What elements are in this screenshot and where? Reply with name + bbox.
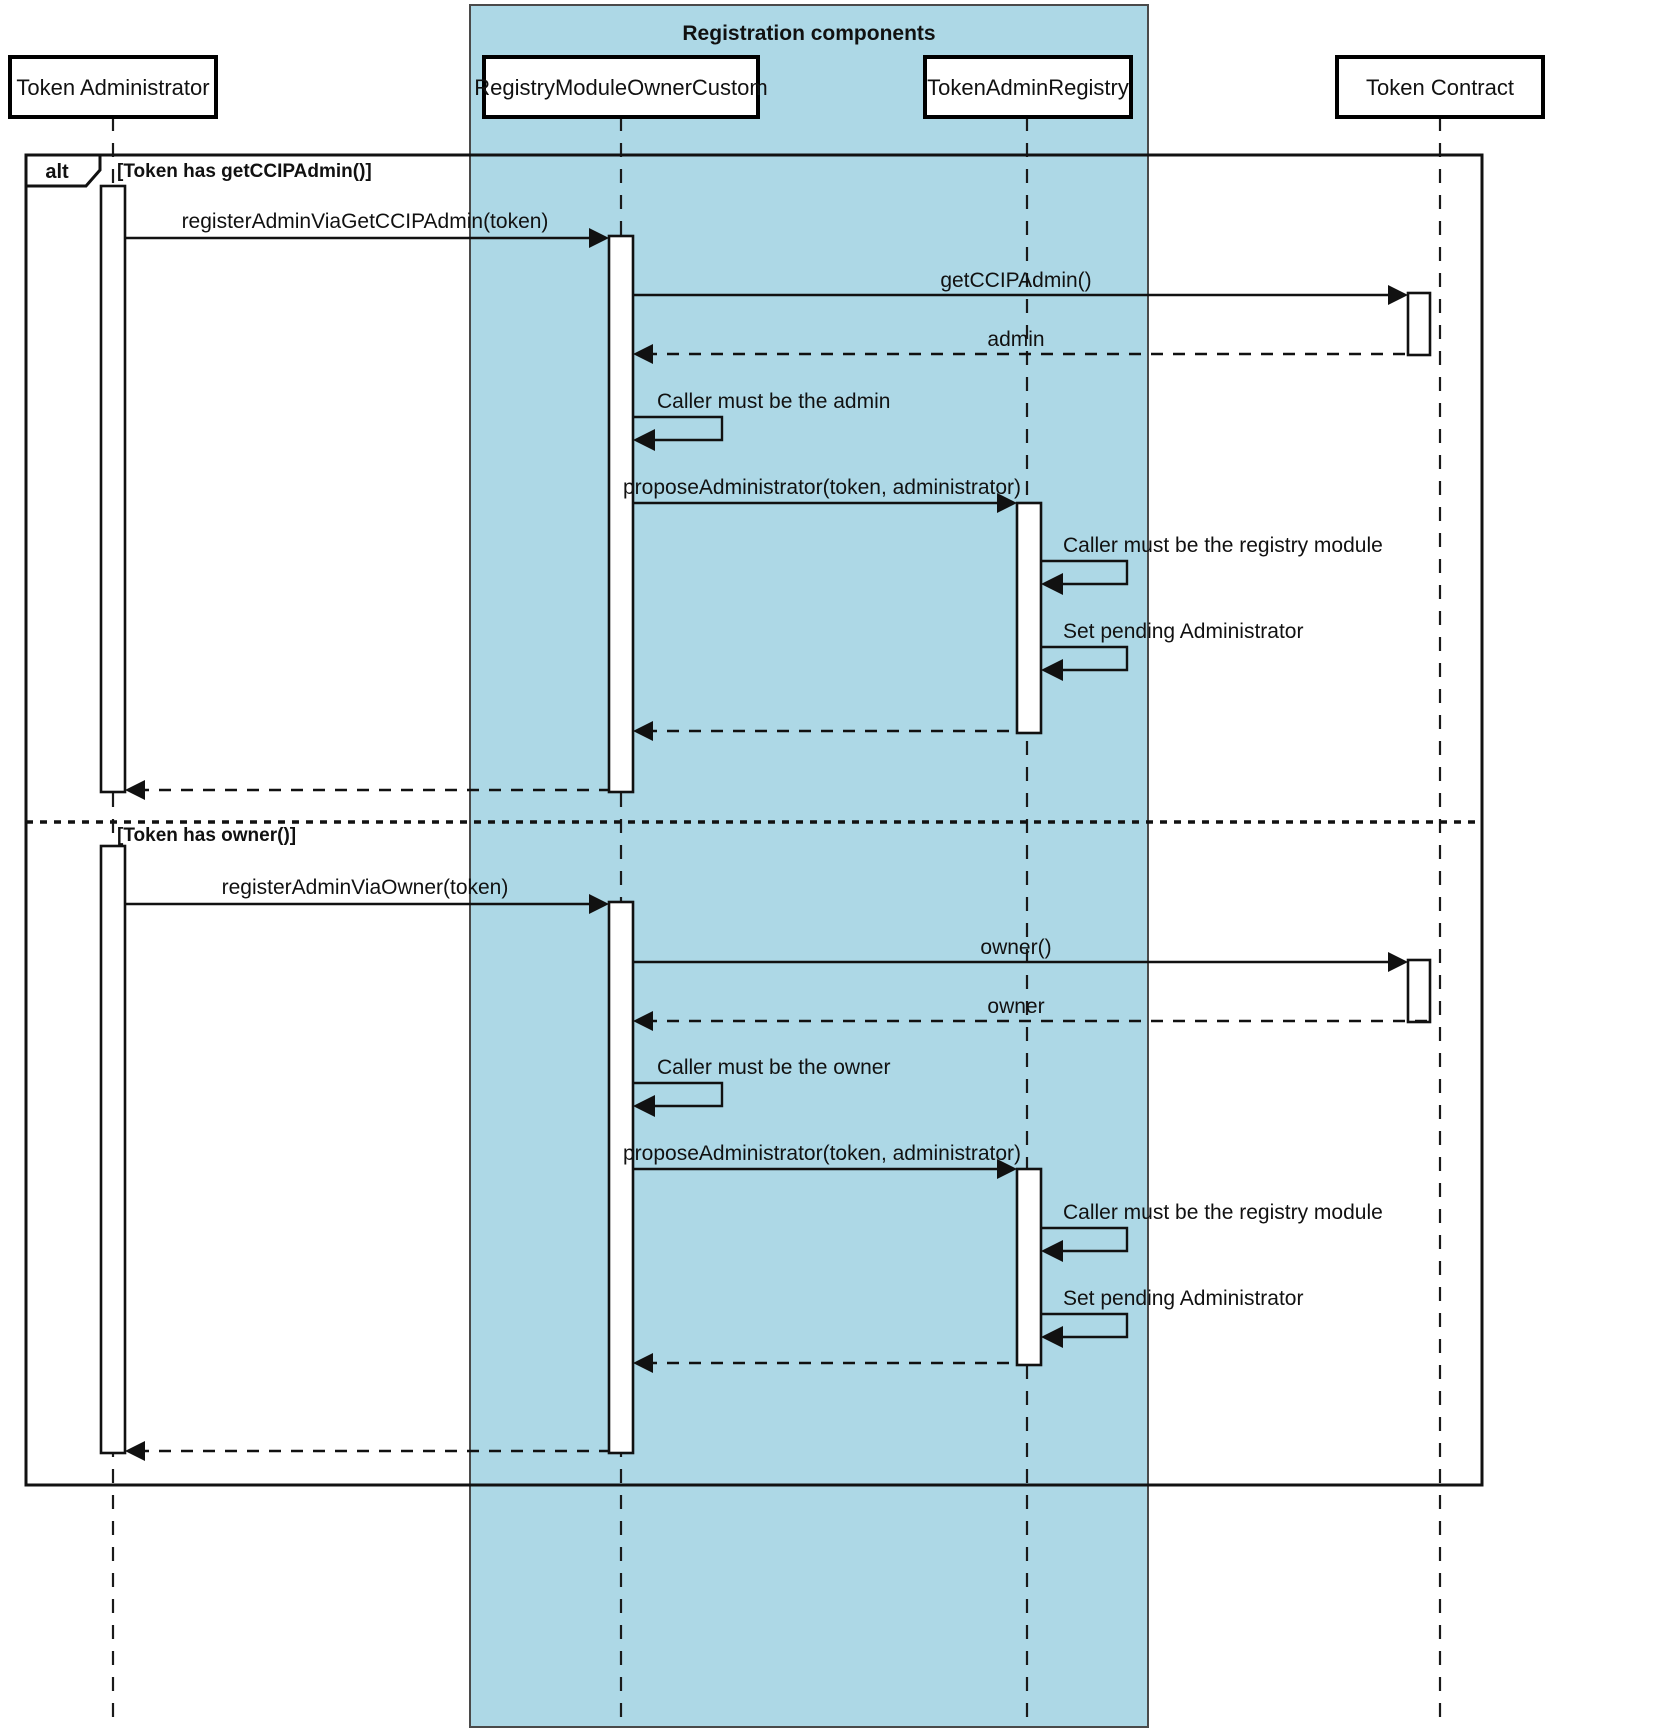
message-getccipadmin: getCCIPAdmin() bbox=[633, 269, 1408, 305]
message-propose-administrator-2: proposeAdministrator(token, administrato… bbox=[623, 1142, 1021, 1179]
self-message-caller-must-be-registry-module-1: Caller must be the registry module bbox=[1041, 534, 1383, 595]
self-message-caller-must-be-admin: Caller must be the admin bbox=[633, 390, 890, 451]
self-message-set-pending-administrator-2: Set pending Administrator bbox=[1041, 1287, 1303, 1348]
alt-fragment-operator-label: alt bbox=[45, 161, 69, 183]
activation-token-admin-registry-branch1 bbox=[1015, 501, 1043, 735]
message-label-12: owner bbox=[987, 995, 1044, 1018]
message-label-14: proposeAdministrator(token, administrato… bbox=[623, 1142, 1021, 1165]
message-label-1: registerAdminViaGetCCIPAdmin(token) bbox=[182, 210, 549, 233]
message-label-16: Set pending Administrator bbox=[1063, 1287, 1303, 1310]
message-label-6: Caller must be the registry module bbox=[1063, 534, 1383, 557]
participant-token-contract[interactable]: Token Contract bbox=[1335, 55, 1545, 119]
alt-fragment-frame bbox=[24, 153, 1484, 1487]
message-propose-administrator-1: proposeAdministrator(token, administrato… bbox=[623, 476, 1021, 513]
message-owner-call: owner() bbox=[633, 936, 1408, 972]
activation-token-administrator-branch1 bbox=[99, 184, 127, 794]
activation-registry-module-branch2 bbox=[607, 900, 635, 1455]
participant-label-registry-module-owner-custom: RegistryModuleOwnerCustom bbox=[474, 75, 767, 100]
activation-registry-module-branch1 bbox=[607, 234, 635, 794]
activation-token-admin-registry-branch2 bbox=[1015, 1167, 1043, 1367]
message-return-registry-1 bbox=[633, 721, 1017, 741]
message-label-5: proposeAdministrator(token, administrato… bbox=[623, 476, 1021, 499]
message-return-admin-2 bbox=[125, 1441, 609, 1461]
message-label-3: admin bbox=[987, 328, 1044, 351]
participant-label-token-administrator: Token Administrator bbox=[16, 75, 209, 100]
alt-fragment-tab bbox=[24, 153, 102, 188]
message-return-admin-1 bbox=[125, 780, 609, 800]
participant-label-token-admin-registry: TokenAdminRegistry bbox=[927, 75, 1129, 100]
message-label-10: registerAdminViaOwner(token) bbox=[222, 876, 509, 899]
message-owner-return: owner bbox=[633, 995, 1430, 1031]
group-box-registration-components bbox=[469, 4, 1149, 1728]
participant-token-administrator[interactable]: Token Administrator bbox=[8, 55, 218, 119]
message-label-15: Caller must be the registry module bbox=[1063, 1201, 1383, 1224]
message-label-4: Caller must be the admin bbox=[657, 390, 890, 413]
participant-token-admin-registry[interactable]: TokenAdminRegistry bbox=[923, 55, 1133, 119]
message-label-11: owner() bbox=[980, 936, 1051, 959]
self-message-caller-must-be-registry-module-2: Caller must be the registry module bbox=[1041, 1201, 1383, 1262]
alt-branch-2-guard: [Token has owner()] bbox=[117, 825, 296, 846]
self-message-set-pending-administrator-1: Set pending Administrator bbox=[1041, 620, 1303, 681]
activation-token-contract-branch1 bbox=[1406, 291, 1432, 357]
activation-token-administrator-branch2 bbox=[99, 844, 127, 1455]
participant-registry-module-owner-custom[interactable]: RegistryModuleOwnerCustom bbox=[474, 55, 768, 119]
message-admin-return: admin bbox=[633, 328, 1408, 364]
activation-token-contract-branch2 bbox=[1406, 958, 1432, 1024]
group-title-label: Registration components bbox=[682, 22, 935, 45]
message-label-13: Caller must be the owner bbox=[657, 1056, 890, 1079]
alt-branch-1-guard: [Token has getCCIPAdmin()] bbox=[117, 161, 372, 182]
self-message-caller-must-be-owner: Caller must be the owner bbox=[633, 1056, 890, 1117]
message-label-7: Set pending Administrator bbox=[1063, 620, 1303, 643]
message-return-registry-2 bbox=[633, 1353, 1017, 1373]
participant-label-token-contract: Token Contract bbox=[1366, 75, 1514, 100]
message-register-admin-via-owner: registerAdminViaOwner(token) bbox=[125, 876, 609, 914]
message-register-admin-via-getccipadmin: registerAdminViaGetCCIPAdmin(token) bbox=[125, 210, 609, 248]
message-label-2: getCCIPAdmin() bbox=[940, 269, 1091, 292]
